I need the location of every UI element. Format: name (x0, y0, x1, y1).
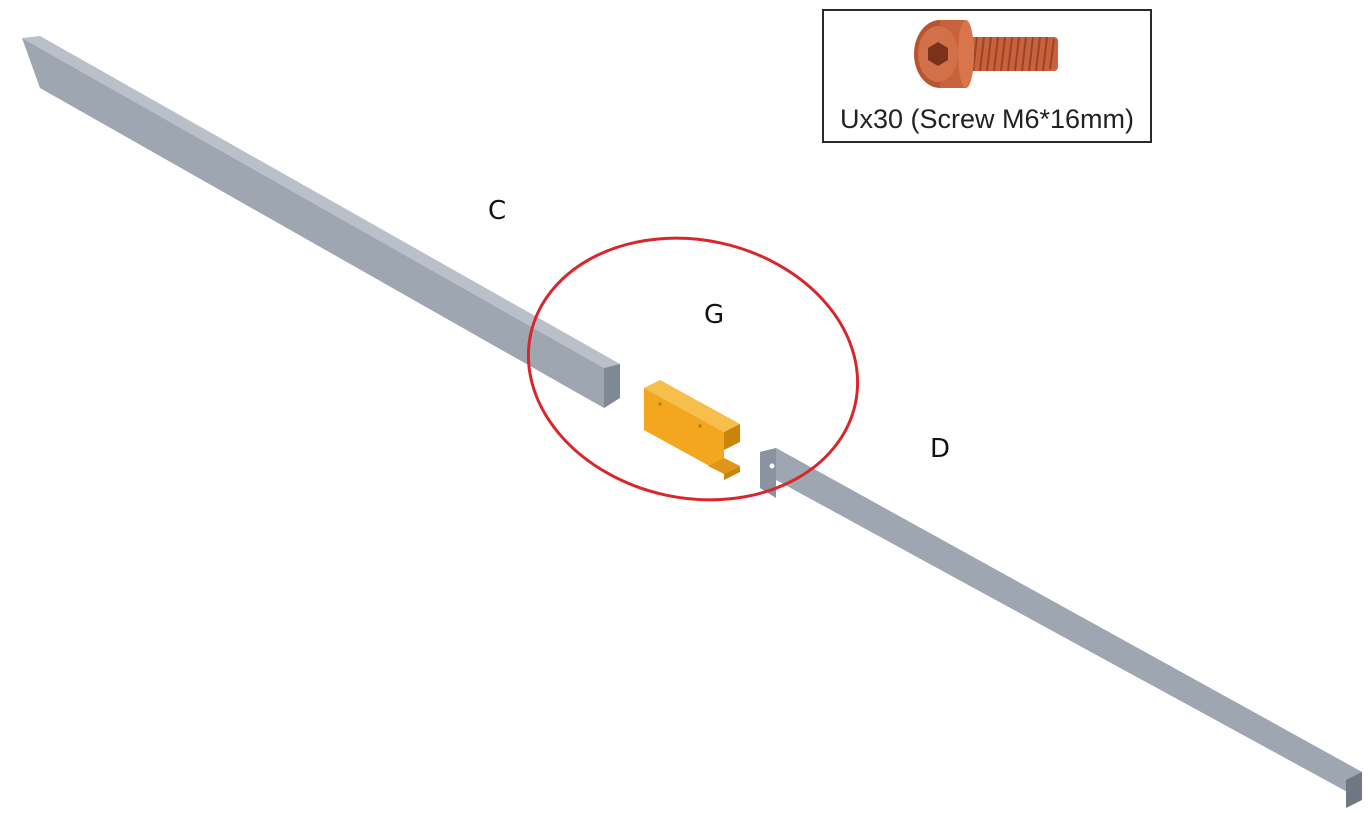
rail-c-end-face (604, 364, 620, 408)
rail-c-side-face (22, 38, 604, 408)
rail-d-side-face (776, 448, 1362, 800)
connector-g-hole (698, 424, 702, 428)
connector-g-web (644, 388, 724, 474)
rail-d-bolt-hole (769, 463, 775, 469)
socket-head-screw-icon (914, 20, 1058, 88)
rail-c-top-face (22, 36, 620, 368)
connector-g-inner-side (724, 424, 740, 450)
connector-g (644, 380, 740, 480)
rail-c (22, 36, 620, 408)
rail-d-end-face (760, 448, 776, 498)
part-label-d: D (930, 434, 951, 464)
connector-g-hole (658, 402, 662, 406)
connector-g-lower-edge (724, 466, 740, 480)
part-label-c: C (488, 196, 507, 226)
part-label-g: G (704, 300, 725, 330)
rail-d-far-end-face (1346, 772, 1362, 808)
connector-g-top-flange (644, 380, 740, 432)
hardware-caption: Ux30 (Screw M6*16mm) (839, 104, 1135, 134)
rail-d (760, 448, 1362, 808)
highlight-circle (526, 236, 860, 502)
hardware-callout: Ux30 (Screw M6*16mm) (822, 9, 1152, 143)
